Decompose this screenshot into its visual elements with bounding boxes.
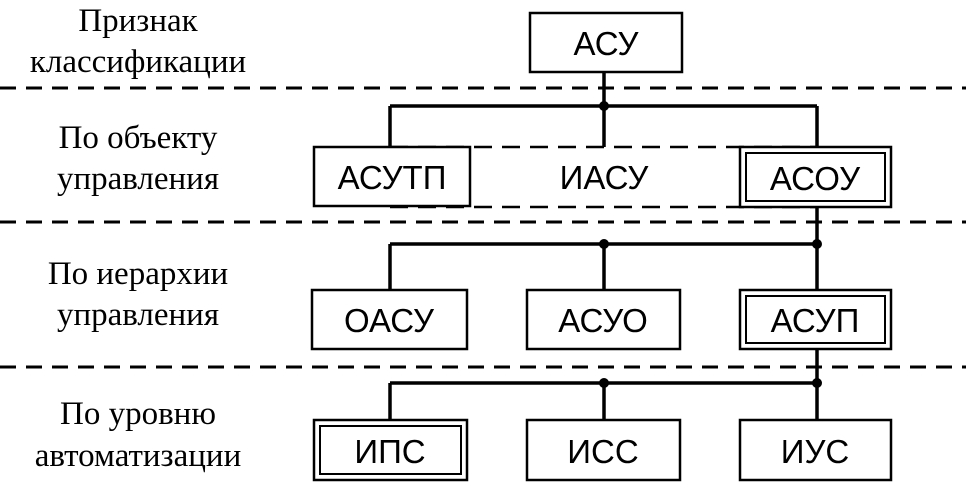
node-asutp-label: АСУТП: [338, 159, 447, 196]
node-asutp: АСУТП: [312, 145, 472, 208]
node-ius-label: ИУС: [781, 433, 850, 470]
hierarchy-label-line2: управления: [57, 297, 219, 333]
automation-label-line2: автоматизации: [35, 438, 241, 474]
node-asuo-label: АСУО: [558, 302, 648, 339]
junction-dot: [599, 239, 609, 249]
header-label-line2: классификации: [30, 44, 246, 80]
header-label-line1: Признак: [78, 3, 198, 39]
node-iss: ИСС: [525, 418, 682, 482]
node-iss-label: ИСС: [567, 433, 638, 470]
automation-label-line1: По уровню: [60, 396, 216, 432]
node-iasu-label: ИАСУ: [560, 159, 650, 196]
node-asup-label: АСУП: [771, 302, 860, 339]
node-ips: ИПС: [312, 418, 469, 482]
node-asuo: АСУО: [525, 288, 682, 351]
node-oasu-label: ОАСУ: [344, 302, 435, 339]
junction-dot: [599, 378, 609, 388]
object-label-line2: управления: [57, 161, 219, 197]
node-asou: АСОУ: [738, 145, 893, 209]
node-asu: АСУ: [528, 11, 684, 74]
node-asup: АСУП: [738, 288, 893, 351]
node-ips-label: ИПС: [354, 433, 425, 470]
junction-dot: [812, 239, 822, 249]
node-oasu: ОАСУ: [310, 288, 469, 351]
junction-dot: [812, 378, 822, 388]
node-asou-label: АСОУ: [770, 160, 861, 197]
junction-dot: [599, 101, 609, 111]
object-label-line1: По объекту: [59, 120, 218, 156]
node-ius: ИУС: [738, 418, 893, 482]
node-asu-label: АСУ: [574, 25, 640, 62]
hierarchy-label-line1: По иерархии: [48, 256, 228, 292]
